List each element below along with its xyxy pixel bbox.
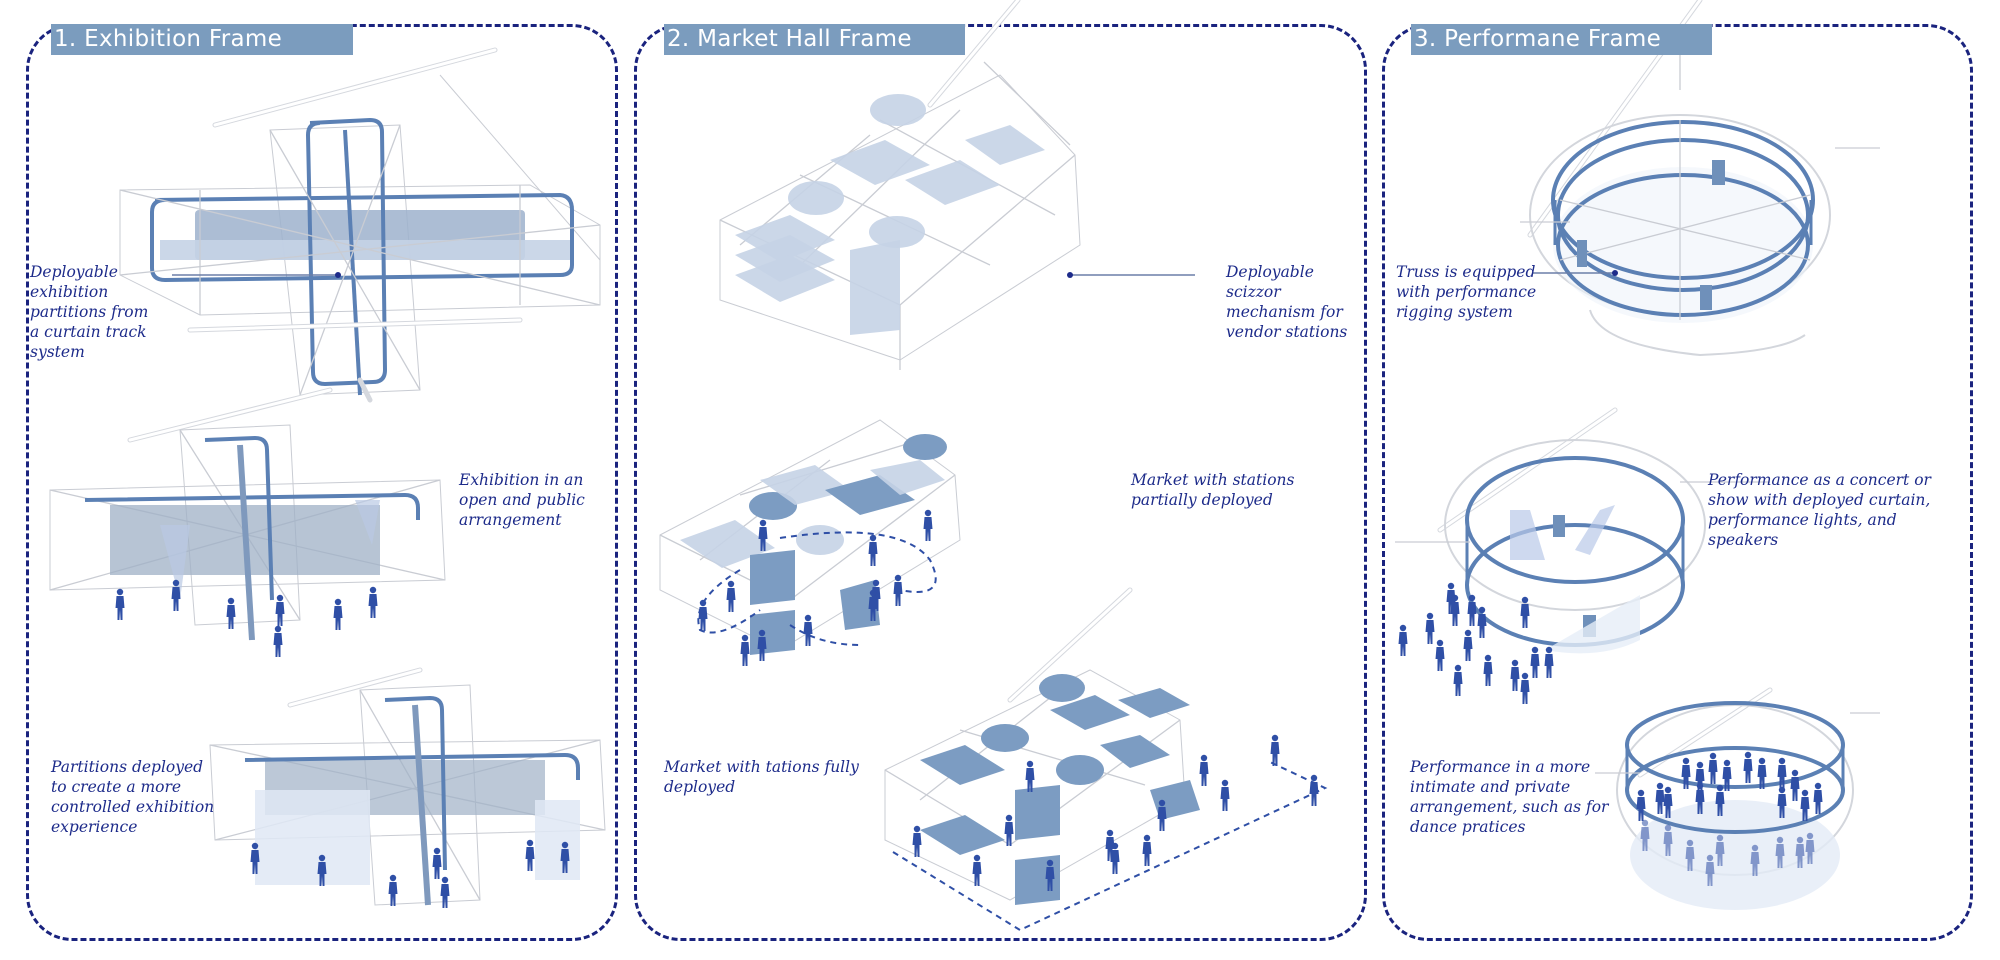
exhibition-drawing-bottom <box>209 667 606 908</box>
caption-rigging-system: Truss is equipped with performance riggi… <box>1396 263 1537 321</box>
caption-concert-show: Performance as a concert or show with de… <box>1708 471 1931 549</box>
caption-partially-deployed: Market with stations partially deployed <box>1131 471 1295 509</box>
caption-dance-practice: Performance in a more intimate and priva… <box>1410 758 1609 836</box>
panel-title: 2. Market Hall Frame <box>664 24 965 55</box>
market-drawing-top <box>719 0 1081 370</box>
caption-scizzor-mechanism: Deployable scizzor mechanism for vendor … <box>1226 263 1348 341</box>
caption-controlled-exhibition: Partitions deployed to create a more con… <box>51 758 215 836</box>
panel-title: 3. Performane Frame <box>1411 24 1712 55</box>
caption-curtain-track: Deployable exhibition partitions from a … <box>30 263 149 361</box>
panel-title: 1. Exhibition Frame <box>51 24 353 55</box>
market-drawing-middle <box>659 419 961 666</box>
caption-fully-deployed: Market with tations fully deployed <box>664 758 859 796</box>
panel-market-hall-frame <box>634 24 1367 941</box>
caption-open-arrangement: Exhibition in an open and public arrange… <box>459 471 585 529</box>
exhibition-drawing-top <box>119 47 601 403</box>
exhibition-drawing-middle <box>49 387 446 657</box>
market-drawing-bottom <box>884 587 1328 932</box>
performance-drawing-middle <box>1395 407 1770 704</box>
performance-drawing-bottom <box>1595 687 1880 910</box>
